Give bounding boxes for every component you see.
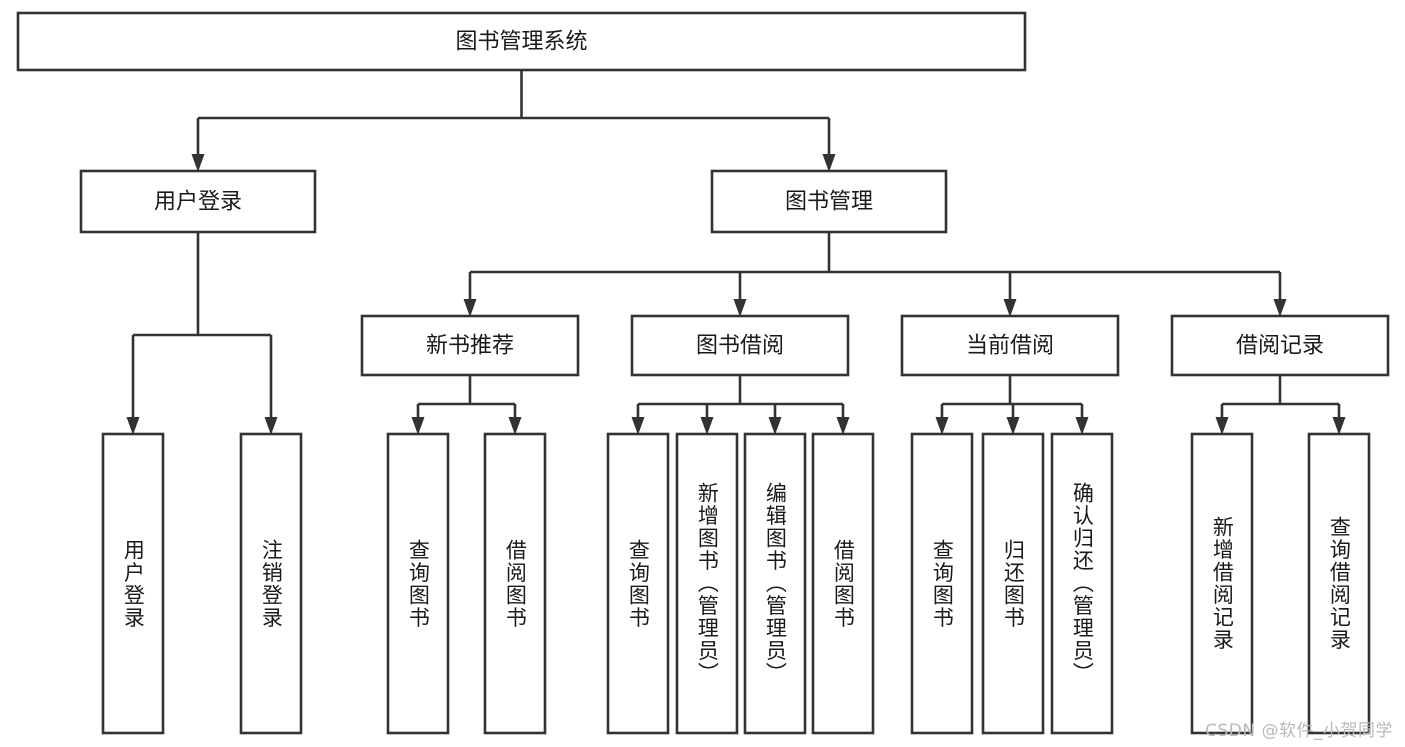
node-box-leaf-borrow-book-recommend[interactable] xyxy=(483,432,547,735)
arrow-head-icon xyxy=(191,154,205,172)
node-label-book-management: 图书管理 xyxy=(785,190,873,215)
node-box-leaf-edit-book-admin[interactable] xyxy=(743,432,807,735)
arrow-head-icon xyxy=(1273,299,1287,317)
node-box-current-borrow[interactable] xyxy=(900,314,1120,377)
node-box-leaf-user-login[interactable] xyxy=(101,432,165,735)
node-box-leaf-confirm-return-admin[interactable] xyxy=(1050,432,1114,735)
arrow-head-icon xyxy=(1006,417,1020,435)
connector-layer xyxy=(126,70,1346,435)
arrow-head-icon xyxy=(700,417,714,435)
arrow-head-icon xyxy=(264,417,278,435)
node-box-leaf-query-book-recommend[interactable] xyxy=(386,432,450,735)
node-box-new-book-recommend[interactable] xyxy=(360,314,580,377)
arrow-head-icon xyxy=(508,417,522,435)
node-label-user-login: 用户登录 xyxy=(154,190,242,215)
arrow-head-icon xyxy=(631,417,645,435)
arrow-head-icon xyxy=(733,299,747,317)
node-label-new-book-recommend: 新书推荐 xyxy=(426,334,514,359)
node-box-user-login[interactable] xyxy=(79,169,317,234)
node-box-leaf-add-book-admin[interactable] xyxy=(675,432,739,735)
arrow-head-icon xyxy=(836,417,850,435)
node-box-leaf-query-book-current[interactable] xyxy=(910,432,974,735)
node-label-borrow-record: 借阅记录 xyxy=(1236,334,1324,359)
arrow-head-icon xyxy=(1215,417,1229,435)
node-label-book-borrow: 图书借阅 xyxy=(696,334,784,359)
arrow-head-icon xyxy=(411,417,425,435)
arrow-head-icon xyxy=(768,417,782,435)
node-label-current-borrow: 当前借阅 xyxy=(966,334,1054,359)
node-box-leaf-query-book-borrow[interactable] xyxy=(606,432,670,735)
arrow-head-icon xyxy=(1075,417,1089,435)
node-label-root: 图书管理系统 xyxy=(455,30,587,55)
arrow-head-icon xyxy=(463,299,477,317)
arrow-head-icon xyxy=(935,417,949,435)
arrow-head-icon xyxy=(1003,299,1017,317)
arrow-head-icon xyxy=(822,154,836,172)
node-box-borrow-record[interactable] xyxy=(1170,314,1390,377)
arrow-head-icon xyxy=(1332,417,1346,435)
node-box-book-management[interactable] xyxy=(710,169,948,234)
node-box-leaf-query-borrow-record[interactable] xyxy=(1307,432,1371,735)
node-box-root[interactable] xyxy=(16,11,1027,72)
node-box-leaf-logout[interactable] xyxy=(239,432,303,735)
node-box-book-borrow[interactable] xyxy=(630,314,850,377)
node-box-leaf-borrow-book[interactable] xyxy=(811,432,875,735)
arrow-head-icon xyxy=(126,417,140,435)
node-box-leaf-return-book[interactable] xyxy=(981,432,1045,735)
node-box-leaf-add-borrow-record[interactable] xyxy=(1190,432,1254,735)
watermark-text: CSDN @软件_小贺同学 xyxy=(1205,721,1393,741)
